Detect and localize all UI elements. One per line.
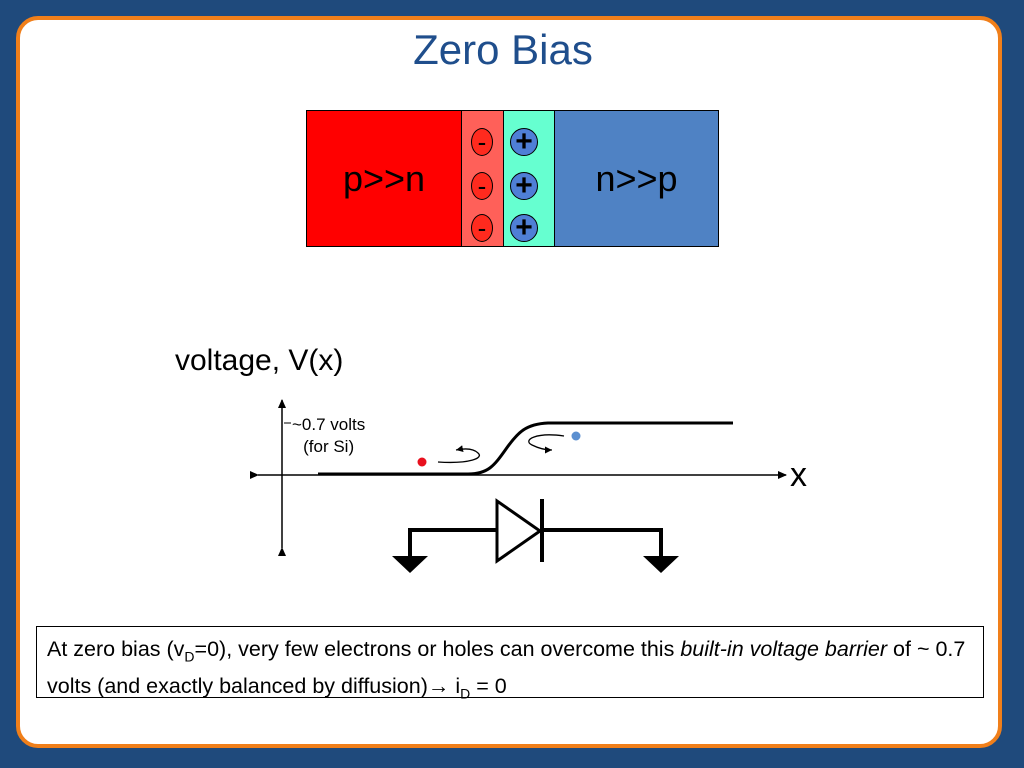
depletion-region-p-side: - - - [462, 111, 504, 246]
p-region-label: p>>n [342, 157, 426, 199]
caption-box: At zero bias (vD=0), very few electrons … [36, 626, 984, 702]
hole-dot [417, 457, 427, 467]
pn-junction-diagram: p>>n - - - + + + n>>p [306, 110, 719, 247]
negative-charge: - [471, 214, 493, 242]
electron-reflection-arrow [528, 434, 565, 454]
slide-title: Zero Bias [413, 26, 593, 73]
negative-charge: - [471, 128, 493, 156]
n-region: n>>p [555, 111, 718, 246]
negative-charge: - [471, 172, 493, 200]
positive-charge: + [510, 127, 538, 157]
caption-arrow: → [427, 674, 450, 699]
caption-text-1: At zero bias (v [47, 637, 185, 661]
caption-text-4: i [449, 674, 461, 699]
barrier-annotation: ~0.7 volts (for Si) [292, 414, 365, 458]
left-terminal-arrow [392, 556, 428, 573]
caption-emphasis: built-in voltage barrier [680, 637, 888, 661]
diode-left-lead [408, 528, 497, 557]
caption-text-3: of ~ 0.7 volts (and exactly balanced by … [47, 637, 966, 699]
diode-right-lead [542, 528, 663, 557]
n-region-label: n>>p [595, 157, 678, 199]
caption-subscript-2: D [460, 685, 471, 702]
hole-reflection-arrow [437, 445, 480, 464]
positive-charge: + [510, 171, 538, 201]
y-axis-label: voltage, V(x) [175, 344, 344, 377]
caption-text-5: = 0 [470, 674, 507, 699]
diode-anode-triangle [495, 498, 543, 564]
x-axis-label: x [790, 456, 807, 494]
p-region: p>>n [307, 111, 462, 246]
right-terminal-arrow [643, 556, 679, 573]
barrier-annotation-line2: (for Si) [303, 437, 355, 456]
caption-subscript-1: D [184, 648, 195, 665]
positive-charge: + [510, 213, 538, 243]
electron-dot [571, 431, 581, 441]
depletion-region-n-side: + + + [504, 111, 555, 246]
barrier-annotation-line1: ~0.7 volts [292, 415, 366, 434]
caption-text-2: =0), very few electrons or holes can ove… [194, 637, 681, 661]
potential-curve [318, 421, 733, 476]
